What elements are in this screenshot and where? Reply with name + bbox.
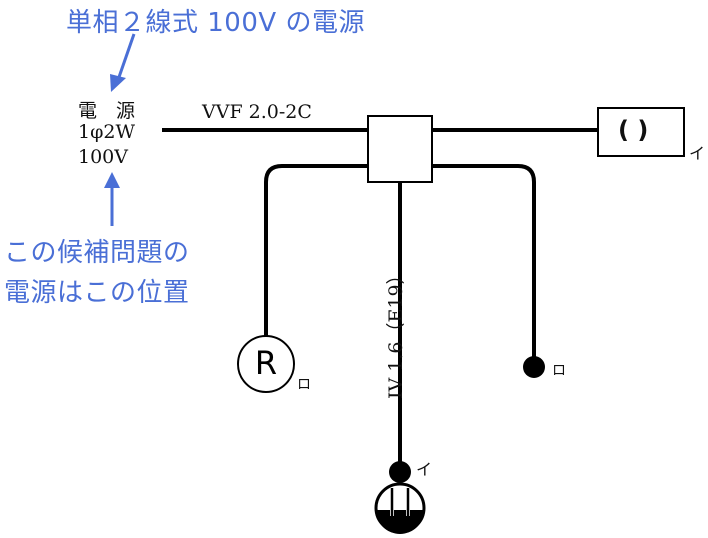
- receptacle-light-symbol: R: [254, 344, 278, 382]
- switch-dot-bottom: [389, 461, 411, 483]
- main-cable-label: VVF 2.0-2C: [202, 101, 312, 123]
- left-branch-wire: [264, 164, 368, 338]
- left-annotation-line1: この候補問題の: [4, 238, 190, 268]
- receptacle-light-circle: [237, 335, 295, 393]
- source-label-line3: 100V: [78, 146, 128, 168]
- switch-dot-right: [523, 356, 545, 378]
- receptacle-light-tag: ロ: [297, 377, 311, 393]
- right-branch-wire: [432, 164, 536, 366]
- left-annotation-line2: 電源はこの位置: [4, 278, 190, 308]
- source-label-line2: 1φ2W: [78, 121, 136, 143]
- top-annotation: 単相２線式 100V の電源: [66, 8, 365, 38]
- junction-box: [367, 115, 433, 183]
- ceiling-light-box: [597, 107, 685, 157]
- switch-right-tag: ロ: [552, 363, 566, 379]
- top-arrow: [110, 33, 136, 92]
- bottom-arrow: [104, 172, 120, 226]
- switch-bottom-tag: イ: [416, 460, 433, 479]
- vertical-cable-label: IV 1.6（E19）: [385, 265, 407, 399]
- ceiling-light-symbol: ( ): [618, 116, 649, 144]
- ceiling-light-tag: イ: [689, 144, 706, 163]
- source-label-line1: 電 源: [78, 100, 136, 122]
- outlet-symbol: [374, 482, 426, 534]
